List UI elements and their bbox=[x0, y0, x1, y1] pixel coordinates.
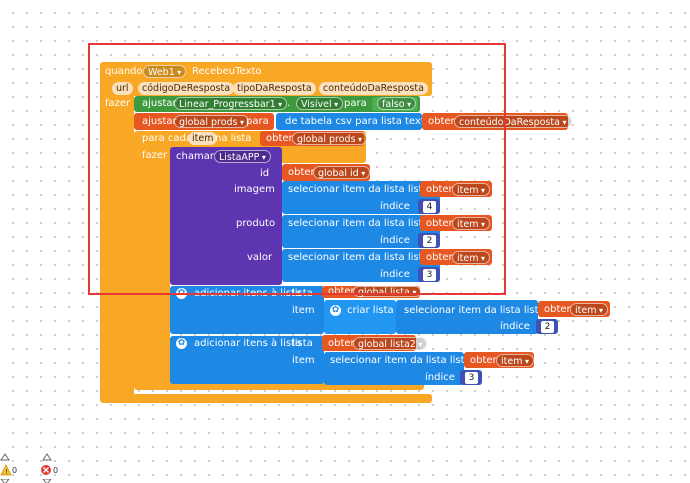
select-item-block-add1[interactable] bbox=[396, 300, 538, 334]
set-global-label: ajustar bbox=[142, 116, 177, 127]
get-dropdown-item-valor[interactable]: item bbox=[452, 251, 491, 264]
get-dropdown-response-content[interactable]: conteúdoDaResposta bbox=[454, 115, 572, 128]
for-each-label: para cada bbox=[142, 133, 192, 144]
arg-label-id: id bbox=[260, 168, 270, 179]
index-label-add1: índice bbox=[500, 321, 530, 332]
to-label-2: para bbox=[246, 116, 269, 127]
number-value-valor[interactable]: 3 bbox=[423, 269, 436, 281]
get-label-lista2: obter bbox=[328, 338, 355, 349]
index-label-imagem: índice bbox=[380, 201, 410, 212]
error-icon[interactable] bbox=[40, 464, 52, 476]
boolean-dropdown-false[interactable]: falso bbox=[377, 97, 417, 110]
select-item-block-add2[interactable] bbox=[324, 352, 464, 385]
get-label-valor: obter bbox=[426, 252, 453, 263]
for-each-bottom bbox=[134, 380, 424, 390]
select-item-block-valor[interactable] bbox=[282, 249, 440, 282]
when-label: quando bbox=[105, 66, 143, 77]
param-tipo-da-resposta[interactable]: tipoDaResposta bbox=[233, 82, 316, 95]
item-label-1: item bbox=[292, 305, 315, 316]
error-toggle-down[interactable] bbox=[41, 477, 53, 483]
number-value-produto[interactable]: 2 bbox=[423, 235, 436, 247]
gear-icon[interactable]: ✿ bbox=[176, 288, 187, 299]
select-item-label-imagem: selecionar item da lista lista bbox=[288, 184, 429, 195]
select-item-label-add2: selecionar item da lista lista bbox=[330, 355, 471, 366]
in-list-label: na lista bbox=[215, 133, 252, 144]
number-value-add1[interactable]: 2 bbox=[541, 321, 554, 333]
list-label-2: lista bbox=[292, 338, 313, 349]
warning-toggle-down[interactable] bbox=[0, 477, 11, 483]
get-dropdown-item-add2[interactable]: item bbox=[496, 354, 535, 367]
select-item-block-imagem[interactable] bbox=[282, 181, 440, 214]
list-label-1: lista bbox=[292, 288, 313, 299]
arg-label-valor: valor bbox=[247, 252, 273, 263]
get-label-lista: obter bbox=[328, 286, 355, 297]
get-dropdown-global-lista2[interactable]: global lista2 bbox=[353, 337, 428, 350]
select-item-label-produto: selecionar item da lista lista bbox=[288, 218, 429, 229]
for-each-left-arm bbox=[134, 160, 170, 386]
event-block-left-arm bbox=[100, 94, 134, 400]
loop-variable-item[interactable]: item bbox=[188, 132, 218, 145]
make-list-label: criar lista bbox=[347, 305, 394, 316]
to-label: para bbox=[344, 98, 367, 109]
error-toggle-up[interactable] bbox=[42, 453, 52, 461]
gear-icon[interactable]: ✿ bbox=[176, 338, 187, 349]
csv-to-list-block[interactable] bbox=[276, 113, 422, 130]
param-conteudo-da-resposta[interactable]: conteúdoDaResposta bbox=[319, 82, 428, 95]
get-dropdown-item-add1[interactable]: item bbox=[570, 303, 609, 316]
get-dropdown-global-prods[interactable]: global prods bbox=[292, 132, 368, 145]
property-dropdown-visible[interactable]: Visível bbox=[296, 97, 344, 110]
index-label-add2: índice bbox=[425, 372, 455, 383]
get-dropdown-global-id[interactable]: global id bbox=[313, 166, 371, 179]
add-items-block-2[interactable] bbox=[170, 336, 324, 384]
get-label: obter bbox=[428, 116, 455, 127]
get-label-add2: obter bbox=[470, 355, 497, 366]
csv-to-list-label: de tabela csv para lista texto bbox=[285, 116, 431, 127]
error-count: 0 bbox=[53, 466, 59, 475]
get-dropdown-global-lista[interactable]: global lista bbox=[353, 286, 422, 298]
index-label-valor: índice bbox=[380, 269, 410, 280]
get-dropdown-item-produto[interactable]: item bbox=[452, 217, 491, 230]
number-value-imagem[interactable]: 4 bbox=[423, 201, 436, 213]
component-dropdown-web1[interactable]: Web1 bbox=[143, 65, 187, 78]
add-items-label-2: adicionar itens à lista bbox=[194, 338, 302, 349]
svg-text:!: ! bbox=[5, 468, 8, 476]
dot-separator: . bbox=[287, 98, 291, 109]
set-label: ajustar bbox=[142, 98, 177, 109]
select-item-block-produto[interactable] bbox=[282, 215, 440, 248]
warning-icon[interactable]: ! bbox=[0, 464, 12, 476]
get-dropdown-item-imagem[interactable]: item bbox=[452, 183, 491, 196]
param-url[interactable]: url bbox=[112, 82, 133, 95]
select-item-label-add1: selecionar item da lista lista bbox=[404, 305, 545, 316]
event-block-bottom bbox=[100, 394, 432, 403]
do-label: fazer bbox=[105, 98, 131, 109]
for-each-do-label: fazer bbox=[142, 150, 168, 161]
select-item-label-valor: selecionar item da lista lista bbox=[288, 252, 429, 263]
get-label-add1: obter bbox=[544, 304, 571, 315]
get-label-imagem: obter bbox=[426, 184, 453, 195]
param-codigo-de-resposta[interactable]: códigoDeResposta bbox=[138, 82, 235, 95]
procedure-dropdown-listaapp[interactable]: ListaAPP bbox=[214, 150, 271, 163]
index-label-produto: índice bbox=[380, 235, 410, 246]
get-label-id: obter bbox=[288, 167, 315, 178]
call-label: chamar bbox=[176, 151, 214, 162]
item-label-2: item bbox=[292, 355, 315, 366]
number-value-add2[interactable]: 3 bbox=[465, 372, 478, 384]
get-label-produto: obter bbox=[426, 218, 453, 229]
get-label-2: obter bbox=[266, 133, 293, 144]
gear-icon[interactable]: ✿ bbox=[330, 305, 341, 316]
arg-label-imagem: imagem bbox=[234, 184, 275, 195]
add-items-label-1: adicionar itens à lista bbox=[194, 288, 302, 299]
event-name: RecebeuTexto bbox=[192, 66, 262, 77]
warning-toggle-up[interactable] bbox=[0, 453, 10, 461]
arg-label-produto: produto bbox=[236, 218, 276, 229]
component-dropdown-progressbar[interactable]: Linear_Progressbar1 bbox=[174, 97, 288, 110]
warning-count: 0 bbox=[12, 466, 18, 475]
global-var-dropdown-prods[interactable]: global prods bbox=[174, 115, 250, 128]
call-procedure-block[interactable] bbox=[170, 147, 282, 285]
